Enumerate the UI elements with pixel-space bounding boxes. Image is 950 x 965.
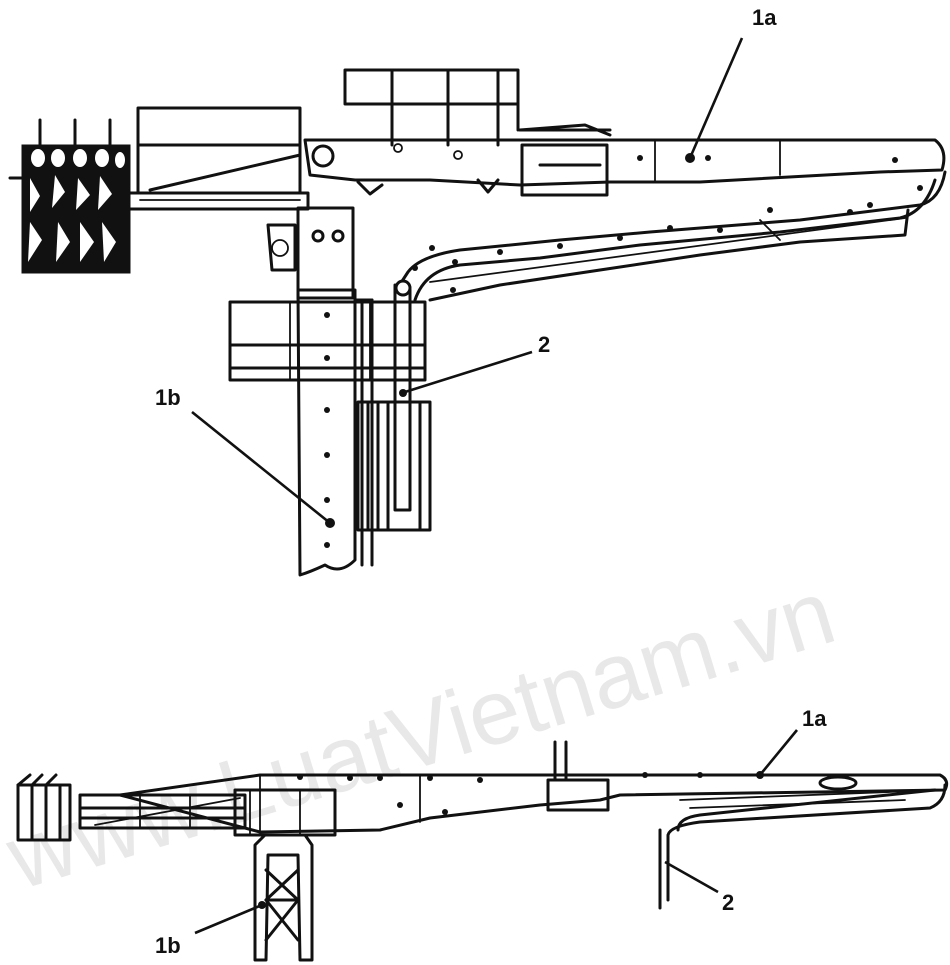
callout-1b-top: 1b	[155, 385, 331, 525]
callout-2-bottom: 2	[664, 860, 734, 915]
svg-text:1b: 1b	[155, 933, 181, 958]
counter-jib	[126, 106, 310, 211]
svg-text:2: 2	[538, 332, 550, 357]
svg-text:2: 2	[722, 890, 734, 915]
callout-1a-top: 1a	[688, 5, 777, 159]
tower-mast	[296, 288, 374, 577]
hanging-cage	[356, 400, 432, 532]
svg-text:1a: 1a	[802, 706, 827, 731]
bottom-view: 1a 2 1b	[16, 706, 949, 962]
platform	[228, 300, 427, 382]
main-jib	[303, 123, 946, 197]
tower-side	[253, 833, 314, 962]
svg-text:1b: 1b	[155, 385, 181, 410]
machinery-box	[343, 68, 520, 160]
tower-head	[266, 206, 355, 300]
callout-1b-bottom: 1b	[155, 903, 263, 958]
counter-jib-side	[78, 793, 247, 830]
placing-boom-side	[658, 775, 947, 910]
callout-2-top: 2	[404, 332, 550, 394]
vertical-pipe	[393, 279, 412, 512]
top-view: 1a 2 1b	[8, 5, 947, 577]
counterweight-side	[16, 773, 72, 842]
placing-boom	[393, 157, 947, 302]
watermark: www.LuatVietnam.vn	[0, 561, 846, 910]
svg-text:1a: 1a	[752, 5, 777, 30]
counterweight-block	[8, 118, 131, 274]
callout-1a-bottom: 1a	[758, 706, 827, 776]
